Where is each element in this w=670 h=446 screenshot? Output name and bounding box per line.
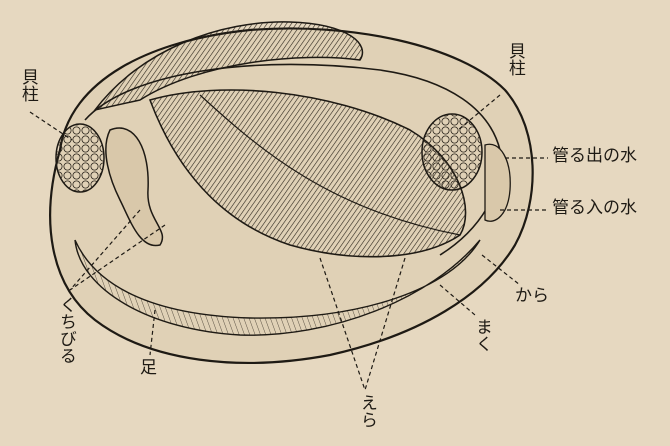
label-excurrent-siphon: 管る出の水 <box>552 148 637 166</box>
right-adductor-muscle <box>422 114 482 190</box>
label-adductor-left: 貝柱 <box>18 68 36 102</box>
left-adductor-muscle <box>56 124 104 192</box>
label-gills: えら <box>357 394 375 428</box>
label-shell: から <box>515 288 549 306</box>
label-foot: 足 <box>140 360 157 378</box>
label-incurrent-siphon: 管る入の水 <box>552 200 637 218</box>
label-lips: くちびる <box>56 296 74 364</box>
label-adductor-right: 貝柱 <box>505 42 523 76</box>
label-mantle: まく <box>472 318 490 352</box>
